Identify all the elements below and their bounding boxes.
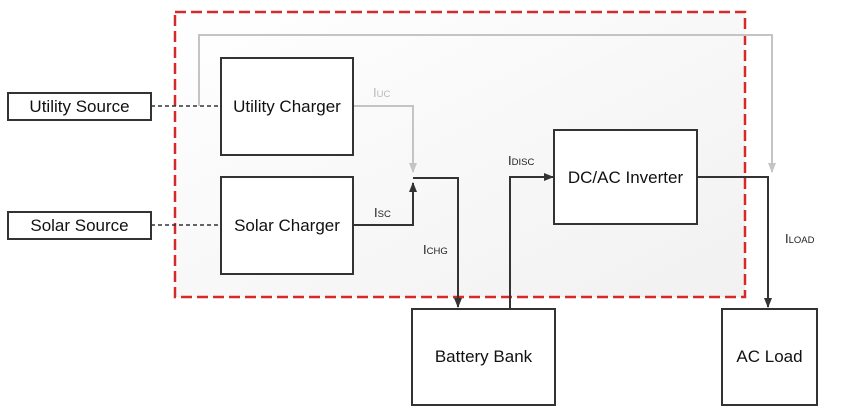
solar-charger-output-wire bbox=[353, 182, 417, 226]
utility-source-box bbox=[7, 92, 152, 121]
utility-source-label: Utility Source bbox=[29, 97, 129, 116]
current-label-iload: ILOAD bbox=[785, 231, 815, 246]
battery-bank-label: Battery Bank bbox=[435, 347, 533, 366]
current-label-iuc: IUC bbox=[373, 85, 390, 100]
utility-charger-output-wire bbox=[353, 105, 417, 173]
current-label-ichg: ICHG bbox=[423, 242, 448, 257]
inverter-box bbox=[553, 129, 698, 225]
ac-load-label: AC Load bbox=[736, 347, 802, 366]
battery-discharge-wire bbox=[509, 173, 554, 309]
inverter-label: DC/AC Inverter bbox=[568, 168, 684, 187]
battery-bank-box bbox=[411, 308, 556, 406]
inverter-output-wire bbox=[697, 176, 772, 308]
ac-load-box bbox=[721, 308, 818, 406]
solar-charger-label: Solar Charger bbox=[234, 216, 340, 235]
current-label-idisc: IDISC bbox=[508, 153, 534, 168]
utility-charger-box bbox=[220, 57, 354, 156]
solar-source-box bbox=[7, 211, 152, 240]
utility-charger-label: Utility Charger bbox=[233, 97, 341, 116]
battery-charge-wire bbox=[413, 177, 462, 308]
solar-charger-box bbox=[220, 176, 354, 275]
current-label-isc: ISC bbox=[374, 205, 391, 220]
utility-bypass-wire bbox=[198, 34, 776, 173]
solar-source-label: Solar Source bbox=[30, 216, 128, 235]
